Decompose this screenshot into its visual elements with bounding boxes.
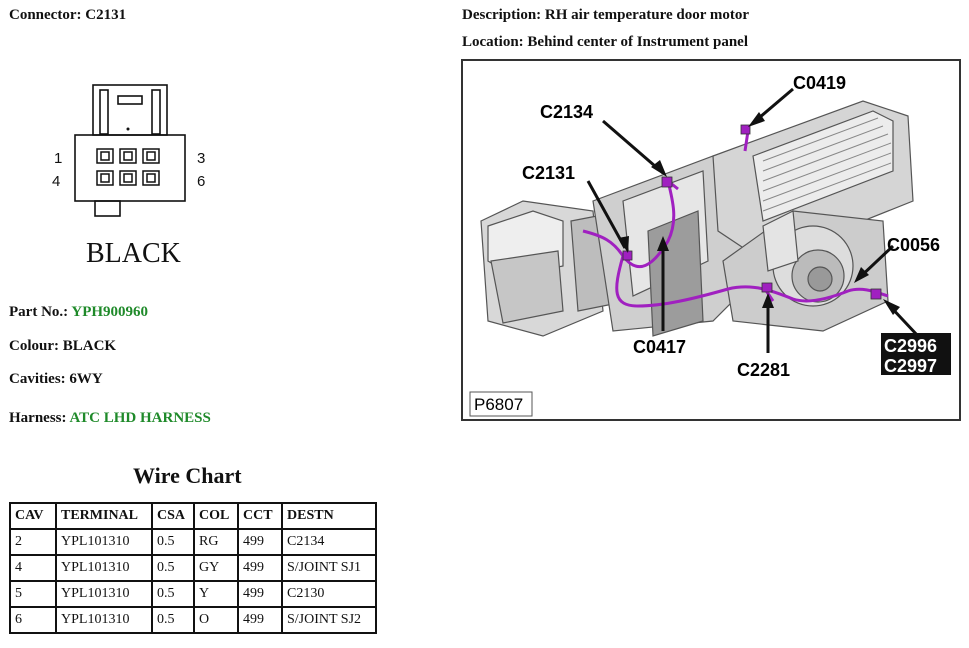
cell-cav: 6 [9,606,57,634]
callout-c0417: C0417 [633,337,686,357]
callout-c0056: C0056 [887,235,940,255]
header-cct: CCT [237,502,283,530]
connector-heading: Connector: C2131 [9,7,126,24]
pin-label-3: 3 [197,150,205,167]
pin-label-6: 6 [197,173,205,190]
cell-col: RG [193,528,239,556]
cell-terminal: YPL101310 [55,606,153,634]
connector-color-caption: BLACK [86,238,181,269]
cell-cct: 499 [237,580,283,608]
cell-csa: 0.5 [151,606,195,634]
header-cav: CAV [9,502,57,530]
callout-c2134: C2134 [540,102,593,122]
cell-csa: 0.5 [151,554,195,582]
hvac-unit-drawing: C0419 C2134 C2131 C0056 C0417 C2281 C299… [469,73,951,417]
header-col: COL [193,502,239,530]
cavities-label: Cavities: [9,371,66,387]
cell-cav: 4 [9,554,57,582]
leader-lines [586,87,920,353]
cell-cav: 2 [9,528,57,556]
cell-terminal: YPL101310 [55,554,153,582]
connector-face-diagram: 1 4 3 6 BLACK [52,84,205,269]
blower-motor-shape [722,210,889,332]
callout-c0419: C0419 [793,73,846,93]
harness-line: Harness: ATC LHD HARNESS [9,410,211,427]
cavities-line: Cavities: 6WY [9,371,103,388]
description-heading: Description: RH air temperature door mot… [462,7,749,24]
location-value: Behind center of Instrument panel [527,34,748,50]
table-row: 4 YPL101310 0.5 GY 499 S/JOINT SJ1 [9,554,377,582]
callout-c2131: C2131 [522,163,575,183]
left-housing-shape [480,200,629,337]
callout-c2997: C2997 [884,356,937,376]
colour-label: Colour: [9,338,59,354]
leader-arrowheads [618,112,900,315]
part-number-line: Part No.: YPH900960 [9,304,148,321]
description-value: RH air temperature door motor [544,7,750,23]
cell-cav: 5 [9,580,57,608]
cell-terminal: YPL101310 [55,528,153,556]
harness-link[interactable]: ATC LHD HARNESS [69,410,211,426]
cell-col: GY [193,554,239,582]
cell-cct: 499 [237,528,283,556]
cell-csa: 0.5 [151,580,195,608]
cell-cct: 499 [237,554,283,582]
wire-chart-table: CAV TERMINAL CSA COL CCT DESTN 2 YPL1013… [9,502,377,634]
callout-c2996-c2997-box [881,333,951,375]
cell-col: Y [193,580,239,608]
wire-chart-title: Wire Chart [133,463,242,488]
description-label: Description: [462,7,542,23]
harness-label: Harness: [9,410,67,426]
cell-destn: C2130 [281,580,377,608]
location-heading: Location: Behind center of Instrument pa… [462,34,748,51]
cell-destn: S/JOINT SJ2 [281,606,377,634]
cavities-value: 6WY [69,371,103,387]
connector-label: Connector: [9,7,82,23]
cell-destn: C2134 [281,528,377,556]
location-illustration: C0419 C2134 C2131 C0056 C0417 C2281 C299… [461,59,961,421]
connector-value: C2131 [85,7,127,23]
colour-line: Colour: BLACK [9,338,116,355]
callout-c2281: C2281 [737,360,790,380]
part-number-link[interactable]: YPH900960 [71,304,149,320]
wire-chart-header-row: CAV TERMINAL CSA COL CCT DESTN [9,502,377,530]
cell-csa: 0.5 [151,528,195,556]
table-row: 2 YPL101310 0.5 RG 499 C2134 [9,528,377,556]
cell-destn: S/JOINT SJ1 [281,554,377,582]
table-row: 6 YPL101310 0.5 O 499 S/JOINT SJ2 [9,606,377,634]
cell-cct: 499 [237,606,283,634]
plate-number: P6807 [474,395,523,414]
header-terminal: TERMINAL [55,502,153,530]
header-csa: CSA [151,502,195,530]
colour-value: BLACK [62,338,117,354]
part-number-label: Part No.: [9,304,69,320]
plate-number-box [469,391,533,417]
header-destn: DESTN [281,502,377,530]
pin-label-1: 1 [54,150,62,167]
callout-c2996: C2996 [884,336,937,356]
cell-terminal: YPL101310 [55,580,153,608]
cell-col: O [193,606,239,634]
pin-label-4: 4 [52,173,60,190]
table-row: 5 YPL101310 0.5 Y 499 C2130 [9,580,377,608]
location-label: Location: [462,34,524,50]
